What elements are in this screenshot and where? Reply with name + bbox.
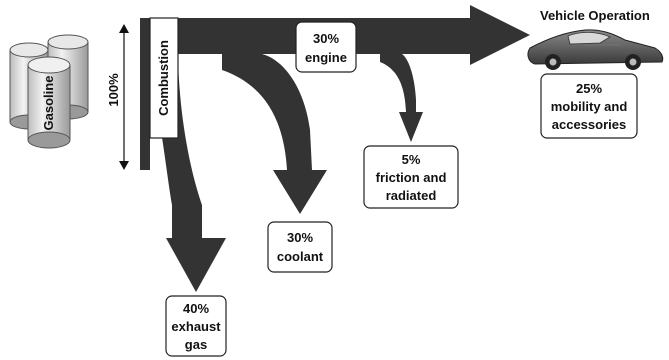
- combustion-label: Combustion: [156, 40, 171, 116]
- exhaust-percent: 40%: [183, 301, 209, 316]
- exhaust-label-box: 40% exhaust gas: [165, 295, 227, 357]
- mobility-label-line-1: mobility and: [551, 99, 628, 114]
- flow-arrow-friction: [380, 54, 423, 142]
- flow-arrow-coolant: [222, 54, 327, 214]
- friction-percent: 5%: [402, 152, 421, 167]
- mobility-label-line-2: accessories: [552, 117, 626, 132]
- coolant-percent: 30%: [287, 230, 313, 245]
- diagram-title: Vehicle Operation: [540, 8, 650, 23]
- sports-car-icon: [527, 29, 664, 70]
- mobility-percent: 25%: [576, 81, 602, 96]
- cylinder-front: [27, 56, 71, 149]
- exhaust-label-line-1: exhaust: [171, 319, 221, 334]
- friction-label-line-2: radiated: [386, 188, 437, 203]
- engine-percent: 30%: [313, 31, 339, 46]
- mobility-label-box: 25% mobility and accessories: [540, 73, 638, 139]
- source-label: Gasoline: [41, 76, 56, 131]
- coolant-label-box: 30% coolant: [267, 221, 333, 273]
- exhaust-label-line-2: gas: [185, 337, 207, 352]
- engine-label: engine: [305, 50, 347, 65]
- coolant-label: coolant: [277, 249, 324, 264]
- fuel-cylinders-icon: Gasoline: [9, 34, 89, 149]
- input-percent-label: 100%: [106, 73, 121, 107]
- double-arrow-icon: [119, 24, 129, 170]
- friction-label-box: 5% friction and radiated: [363, 145, 459, 209]
- combustion-stage: Combustion: [140, 17, 179, 170]
- engine-label-box: 30% engine: [295, 21, 357, 73]
- friction-label-line-1: friction and: [376, 170, 447, 185]
